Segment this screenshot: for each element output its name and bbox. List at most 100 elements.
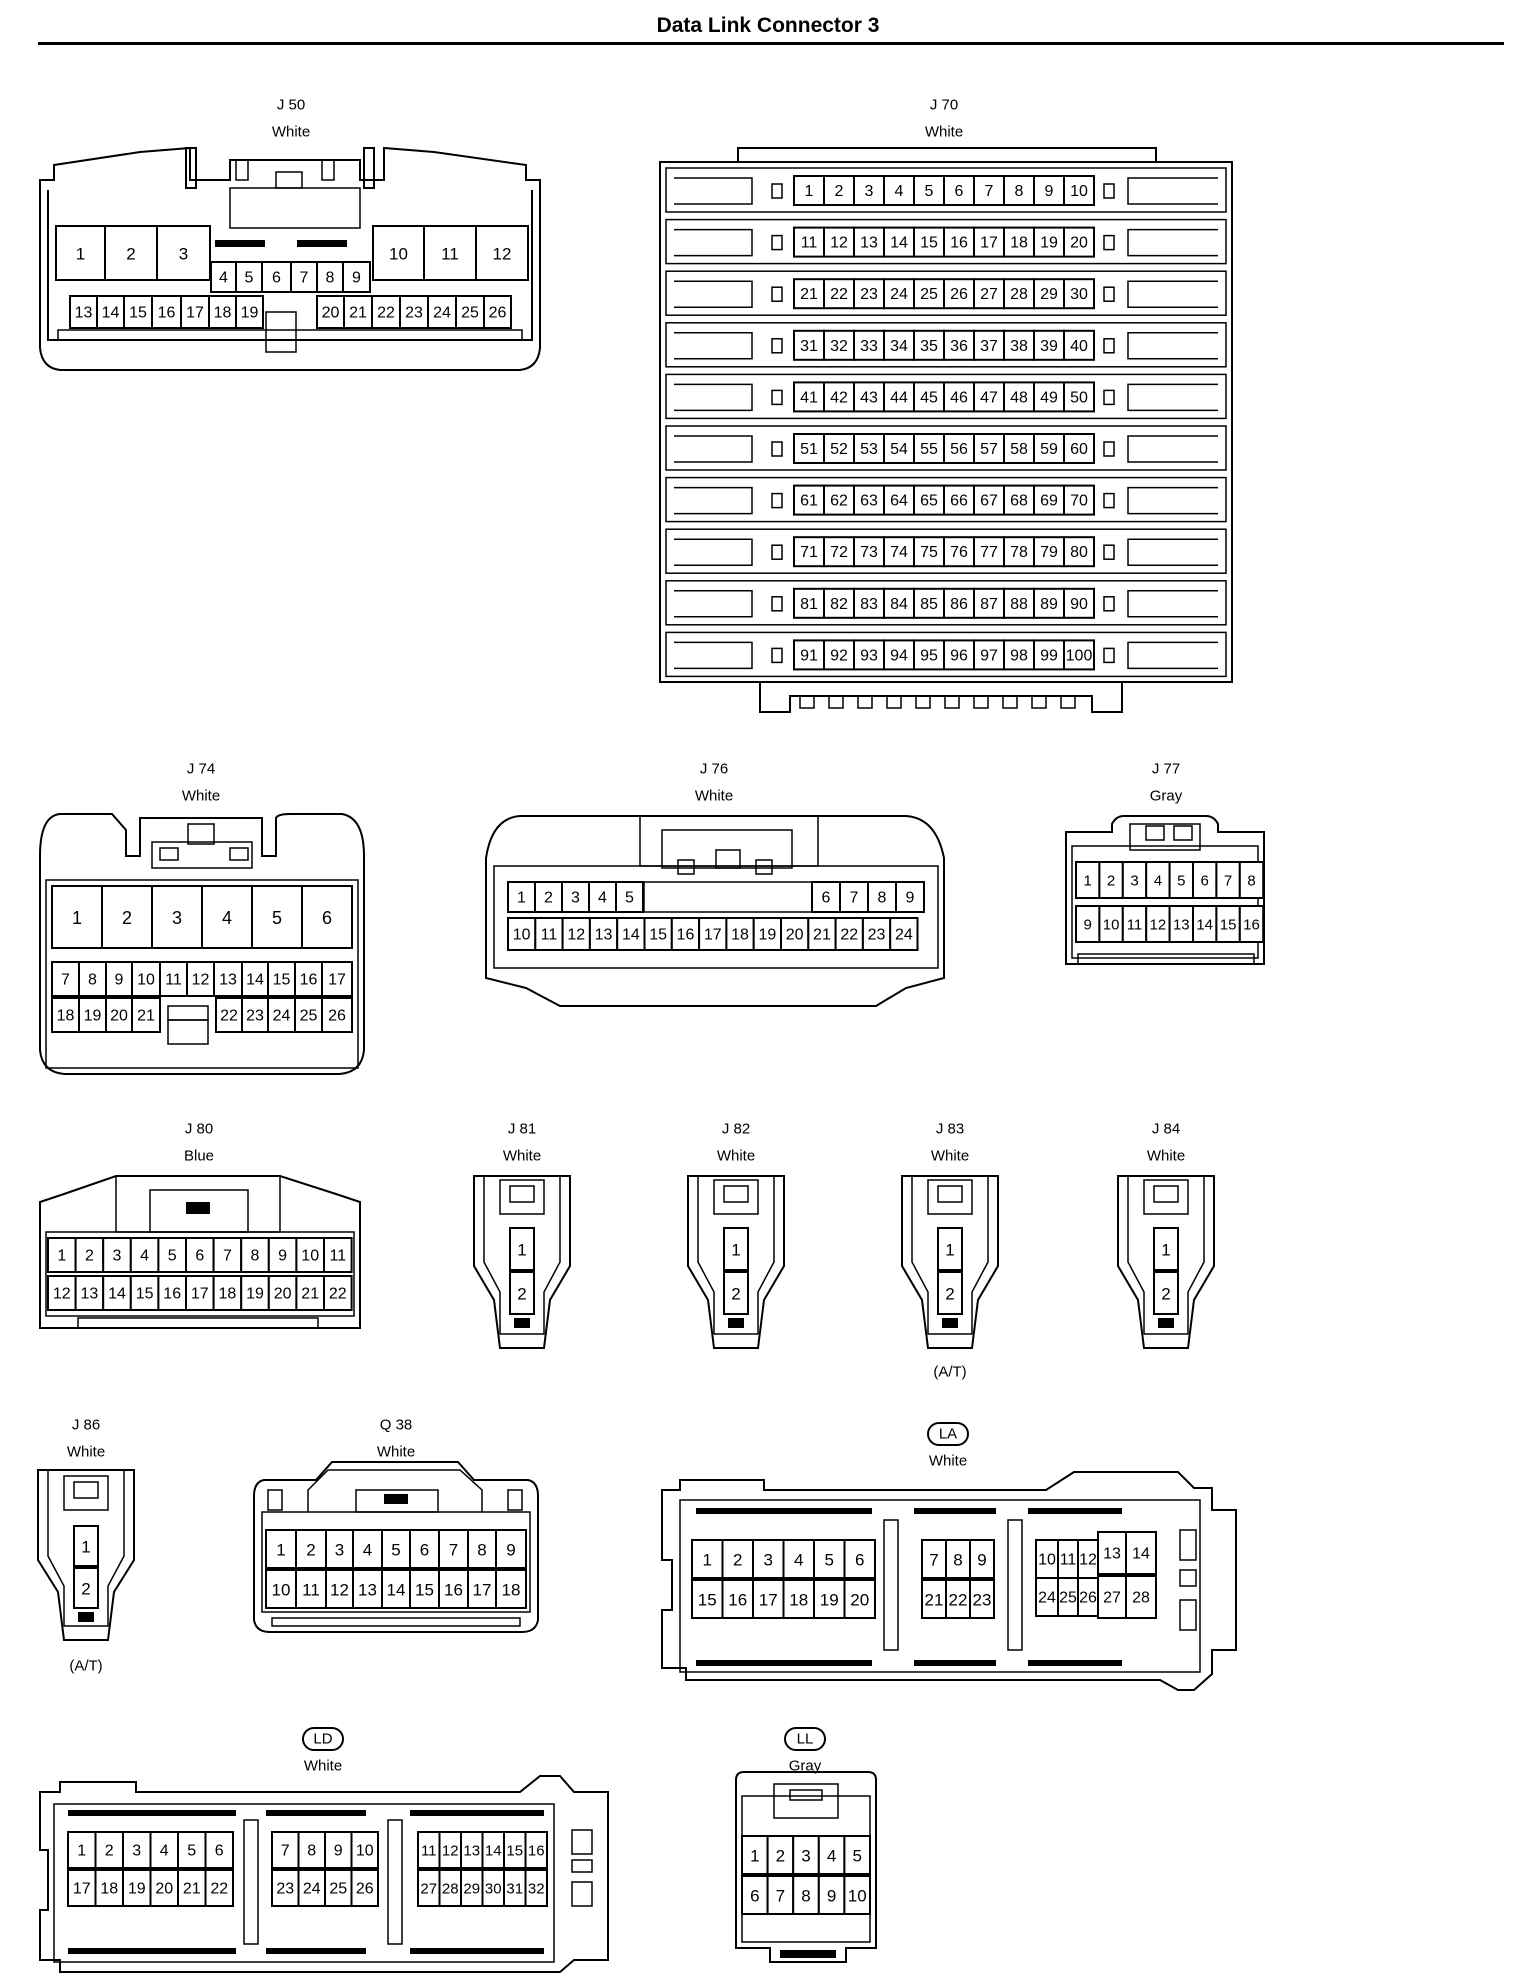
pin-number: 20 <box>1070 235 1088 252</box>
pin-number: 10 <box>389 245 408 264</box>
pin-cell <box>102 1275 132 1311</box>
pin-number: 20 <box>850 1591 869 1610</box>
pin-cell <box>483 295 512 329</box>
pin-cell <box>1003 587 1035 619</box>
pin-number: 22 <box>949 1591 968 1610</box>
pin-number: 32 <box>830 338 848 355</box>
pin-number: 6 <box>855 1551 864 1570</box>
pin-number: 37 <box>980 338 998 355</box>
pin-cell <box>1153 1227 1179 1271</box>
pin-number: 7 <box>300 270 309 287</box>
pin-number: 19 <box>241 305 259 322</box>
pin-cell <box>123 295 153 329</box>
pin-number: 13 <box>1173 917 1190 934</box>
pin-number: 5 <box>187 1843 196 1860</box>
pin-number: 8 <box>477 1541 486 1560</box>
pin-cell <box>122 1831 152 1869</box>
pin-number: 44 <box>890 389 908 406</box>
row-flange <box>1127 435 1218 463</box>
pin-number: 1 <box>77 1843 86 1860</box>
pin-number: 11 <box>801 235 818 252</box>
pin-number: 12 <box>493 245 512 264</box>
pin-number: 2 <box>733 1551 742 1570</box>
pin-number: 20 <box>110 1008 128 1025</box>
pin-cell <box>51 885 103 949</box>
pin-number: 93 <box>860 647 878 664</box>
connector-id: LL <box>797 1731 814 1748</box>
pin-cell <box>973 484 1005 516</box>
pin-number: 55 <box>920 441 938 458</box>
pin-number: 4 <box>222 908 232 928</box>
pin-number: 13 <box>595 927 613 944</box>
pin-number: 48 <box>1010 389 1028 406</box>
pin-number: 30 <box>1070 286 1088 303</box>
pin-number: 26 <box>356 1881 374 1898</box>
pin-number: 25 <box>300 1008 318 1025</box>
pin-cell <box>937 1271 963 1315</box>
pin-cell <box>723 1271 749 1315</box>
pin-number: 9 <box>977 1551 986 1570</box>
row-flange <box>674 641 753 670</box>
pin-cell <box>853 536 885 568</box>
pin-number: 18 <box>731 927 749 944</box>
pin-number: 16 <box>950 235 968 252</box>
row-flange <box>674 332 753 360</box>
lock-window <box>149 1189 249 1233</box>
pin-cell <box>267 997 296 1033</box>
bottom-rail <box>266 1948 366 1954</box>
pin-number: 29 <box>1040 286 1058 303</box>
pin-cell <box>495 1529 527 1569</box>
pin-number: 2 <box>1107 873 1115 890</box>
pin-cell <box>793 587 825 619</box>
top-rail <box>737 147 1157 163</box>
pin-number: 97 <box>980 647 998 664</box>
connector-color: White <box>929 1453 967 1470</box>
pin-cell <box>67 1869 97 1907</box>
housing-outline <box>39 146 541 371</box>
connector-id: J 77 <box>1152 761 1180 778</box>
connector-color: White <box>182 788 220 805</box>
pin-number: 14 <box>387 1581 406 1600</box>
pin-number: 10 <box>1038 1552 1056 1569</box>
title-rule <box>38 42 1504 45</box>
pin-cell <box>301 885 353 949</box>
pin-number: 5 <box>168 1248 177 1265</box>
pin-number: 23 <box>868 927 886 944</box>
latch-post <box>363 147 375 189</box>
pin-cell <box>323 1275 353 1311</box>
pin-cell <box>381 1569 411 1609</box>
pin-number: 5 <box>825 1551 834 1570</box>
pin-number: 13 <box>358 1581 377 1600</box>
pin-number: 58 <box>1010 441 1028 458</box>
pin-number: 31 <box>800 338 818 355</box>
top-rail <box>410 1810 544 1816</box>
row-flange <box>674 280 753 308</box>
side-tab <box>1179 1599 1197 1631</box>
pin-slot <box>1158 1318 1174 1328</box>
housing-inner <box>47 1470 125 1627</box>
pin-cell <box>973 536 1005 568</box>
base-tooth <box>799 695 815 709</box>
pin-cell <box>1003 381 1035 413</box>
pin-number: 8 <box>1247 873 1255 890</box>
pin-number: 19 <box>84 1008 102 1025</box>
pin-cell <box>725 917 755 951</box>
pin-number: 91 <box>800 647 818 664</box>
pin-number: 6 <box>955 183 964 200</box>
pin-cell <box>913 175 945 206</box>
connector-color: White <box>931 1148 969 1165</box>
lock-window <box>1143 1179 1189 1215</box>
pin-cell <box>507 881 536 913</box>
pin-cell <box>752 1539 785 1579</box>
pin-number: 1 <box>57 1248 66 1265</box>
pin-number: 13 <box>81 1286 99 1303</box>
lock-key <box>715 849 741 869</box>
pin-number: 2 <box>126 245 135 264</box>
row-sleeve <box>665 528 1227 574</box>
pin-number: 28 <box>442 1881 459 1898</box>
pin-cell <box>122 1869 152 1907</box>
